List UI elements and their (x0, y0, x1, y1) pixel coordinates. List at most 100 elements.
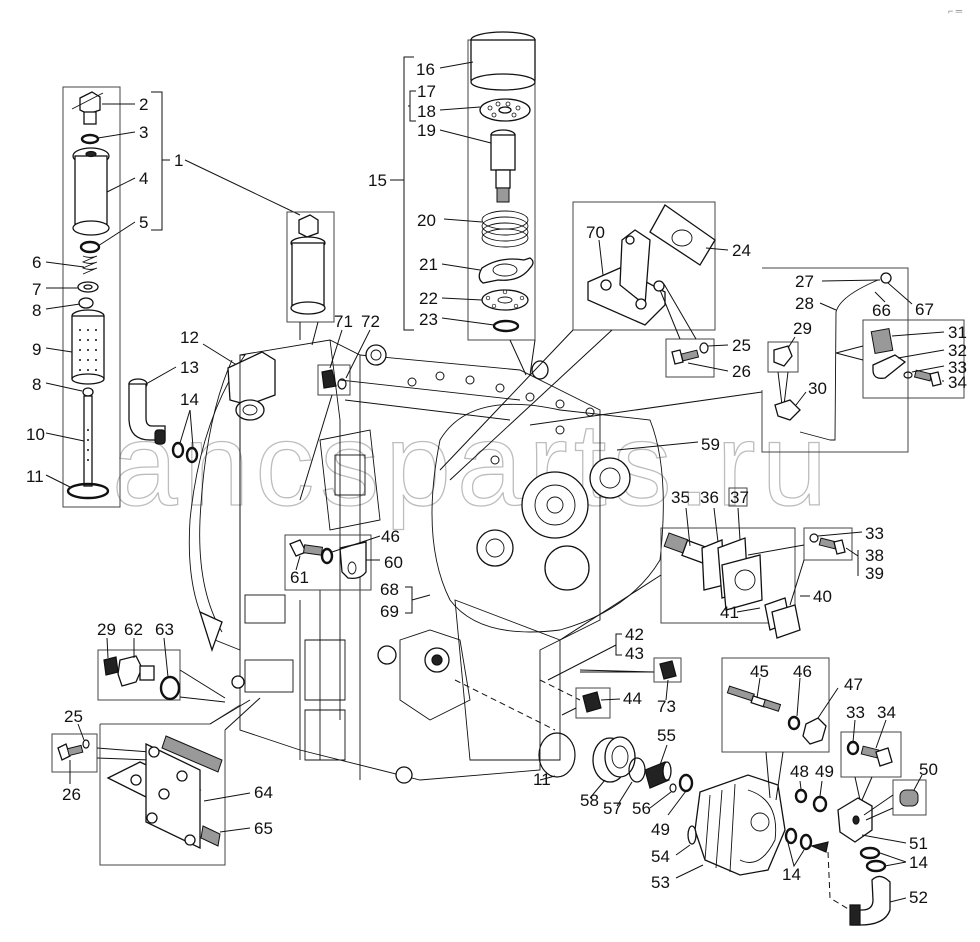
callout-22: 22 (419, 289, 438, 308)
callout-58: 58 (580, 791, 599, 810)
part-30-banjo-fitting (774, 399, 801, 421)
callout-69: 69 (380, 602, 399, 621)
part-56-oring (669, 783, 677, 793)
callout-23: 23 (419, 310, 438, 329)
bracket-group-1 (151, 91, 163, 231)
callout-17: 17 (417, 82, 436, 101)
callout-29-top: 29 (793, 319, 812, 338)
callout-51: 51 (909, 834, 928, 853)
part-49-oring-b (812, 795, 828, 813)
part-55-coupling (644, 761, 672, 789)
part-14-oring-b (185, 446, 199, 464)
callout-45: 45 (750, 662, 769, 681)
callout-3: 3 (139, 123, 148, 142)
callout-8-lower: 8 (32, 375, 41, 394)
callout-1: 1 (174, 151, 183, 170)
part-9-filter-element (71, 309, 105, 385)
callout-33-top: 33 (948, 358, 967, 377)
part-34-bolt (929, 371, 942, 387)
part-10-center-tube (83, 395, 93, 487)
callout-18: 18 (417, 102, 436, 121)
part-18-perforated-disc (479, 98, 531, 122)
callout-73: 73 (657, 697, 676, 716)
inset-45-47: 45 46 47 (721, 657, 863, 801)
callout-72: 72 (361, 312, 380, 331)
pto-inset: 35 36 37 41 40 33 38 39 (559, 487, 884, 641)
callout-47: 47 (844, 675, 863, 694)
flange-group: 33 34 51 50 14 52 (837, 703, 938, 926)
part-21-gasket (478, 257, 534, 284)
callout-27: 27 (795, 272, 814, 291)
callout-8-upper: 8 (32, 301, 41, 320)
callout-14-pump: 14 (782, 865, 801, 884)
callout-28: 28 (795, 294, 814, 313)
callout-59: 59 (701, 435, 720, 454)
part-3-seal (80, 133, 100, 145)
callout-38: 38 (865, 546, 884, 565)
pipe-elbow-13 (128, 378, 166, 445)
pump-group: 11 58 57 55 56 49 (533, 726, 786, 892)
inset-25-26-64-65: 25 26 64 65 (51, 697, 273, 866)
callout-14-left: 14 (180, 390, 199, 409)
callout-68: 68 (380, 580, 399, 599)
callout-26-top: 26 (732, 362, 751, 381)
watermark: ancsparts.ru (112, 399, 833, 531)
callout-39: 39 (865, 564, 884, 583)
callout-14-flange: 14 (909, 853, 928, 872)
part-48-oring (794, 788, 808, 804)
callout-6: 6 (32, 253, 41, 272)
part-47-nut (802, 717, 827, 745)
callout-36: 36 (700, 488, 719, 507)
part-53-hydraulic-pump (687, 774, 786, 876)
callout-20: 20 (417, 211, 436, 230)
part-65-shim-top (161, 735, 223, 773)
callout-60: 60 (384, 553, 403, 572)
callout-71: 71 (334, 312, 353, 331)
part-14-oring-a (171, 441, 185, 459)
callout-65: 65 (254, 819, 273, 838)
part-6-spring (81, 255, 98, 275)
part-22-perforated-disc (481, 289, 529, 311)
callout-70: 70 (586, 223, 605, 242)
transmission-housing (188, 339, 664, 784)
inset-71-72: 71 72 (299, 312, 380, 501)
callout-26-bottom: 26 (62, 785, 81, 804)
callout-4: 4 (139, 169, 148, 188)
part-65-shim (200, 825, 221, 847)
callout-19: 19 (417, 121, 436, 140)
bracket-inset-70: 24 70 25 26 (439, 201, 751, 481)
callout-35: 35 (671, 488, 690, 507)
callout-57: 57 (603, 799, 622, 818)
callout-15: 15 (368, 171, 387, 190)
part-4-filter-housing (72, 147, 110, 236)
inset-box-filter-left (62, 86, 121, 508)
callout-43: 43 (625, 644, 644, 663)
callout-44: 44 (623, 689, 642, 708)
callout-40: 40 (813, 587, 832, 606)
filter-assembly-left: 1 2 3 4 5 6 7 8 9 8 10 11 (26, 86, 301, 508)
callout-30: 30 (808, 379, 827, 398)
callout-62: 62 (124, 620, 143, 639)
part-28-oil-pipe (830, 279, 879, 441)
callout-64: 64 (254, 783, 273, 802)
part-14-oring-pump-a (784, 827, 798, 845)
callout-33-pto: 33 (865, 524, 884, 543)
callout-41: 41 (720, 603, 739, 622)
callout-5: 5 (139, 213, 148, 232)
callout-56: 56 (632, 799, 651, 818)
callout-42: 42 (625, 625, 644, 644)
callout-9: 9 (32, 340, 41, 359)
callout-33-flange: 33 (846, 703, 865, 722)
callout-49-left: 49 (651, 820, 670, 839)
callout-37: 37 (730, 488, 749, 507)
part-19-center-bolt (490, 129, 516, 203)
part-11-oring-pump (538, 732, 576, 778)
filter-assembly-inset (286, 211, 335, 346)
part-16-filter-cap (470, 31, 536, 91)
callout-2: 2 (139, 95, 148, 114)
callout-66: 66 (872, 301, 891, 320)
inset-29-62-63: 29 62 63 (97, 620, 226, 703)
callout-25-bottom: 25 (64, 707, 83, 726)
callout-29-bottom: 29 (97, 620, 116, 639)
